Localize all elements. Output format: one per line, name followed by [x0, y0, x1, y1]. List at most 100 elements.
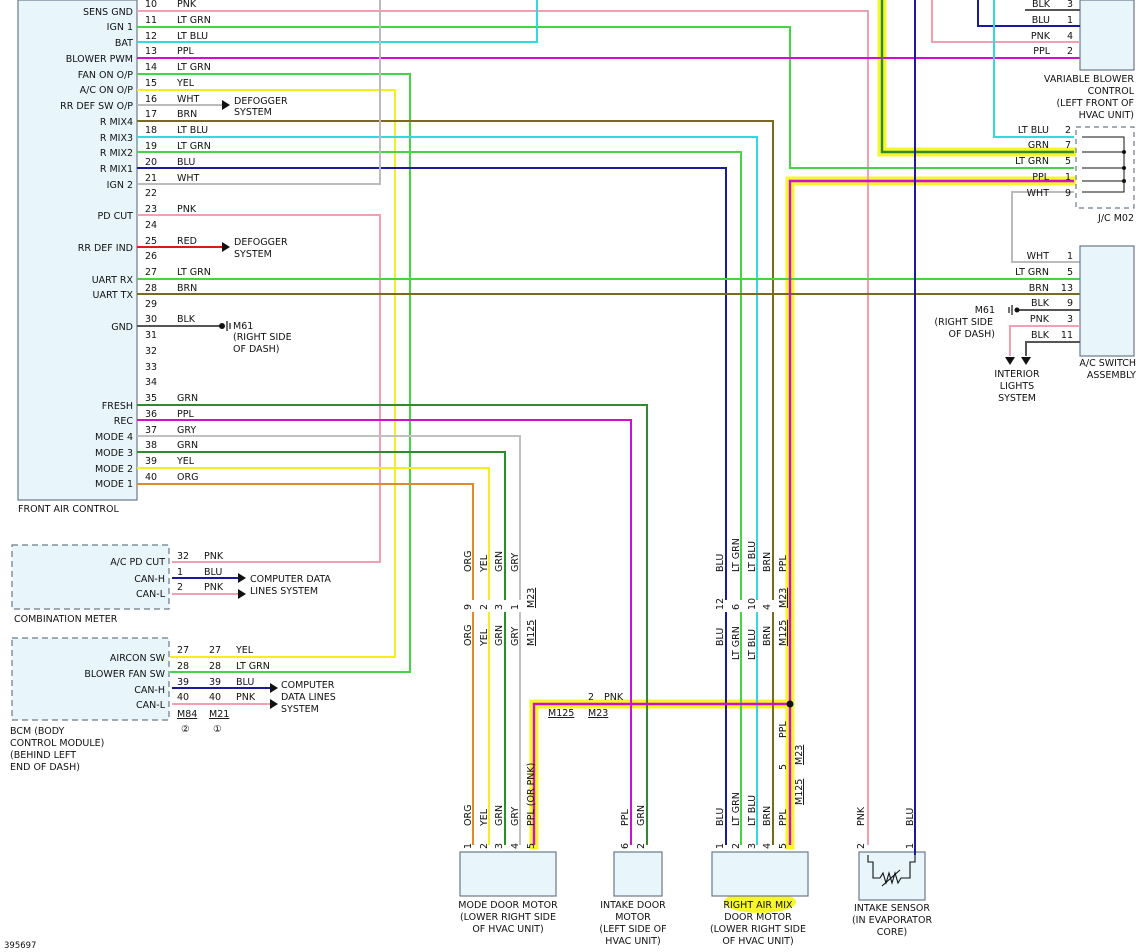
- thermistor-icon: [881, 869, 901, 887]
- fac-pin-num: 36: [145, 409, 157, 420]
- vert-color: GRN: [494, 551, 505, 572]
- right-air-mix-title: RIGHT AIR MIX: [723, 900, 793, 911]
- wire-rmix1-blu: [137, 167, 727, 600]
- vert-color: PPL: [620, 809, 631, 826]
- acs-pin: 3: [1067, 314, 1073, 325]
- vert-pin: 4: [762, 604, 773, 610]
- defogger-label-2: DEFOGGER: [234, 237, 288, 248]
- fac-pin-num: 27: [145, 267, 157, 278]
- cm-pin: 1: [177, 567, 183, 578]
- bcm-title-4: END OF DASH): [10, 762, 80, 773]
- splice-dot-icon: [786, 700, 794, 708]
- fac-pin-num: 20: [145, 157, 157, 168]
- vert-pin: 2: [731, 843, 742, 849]
- wire-mode4-gry: [137, 435, 521, 600]
- defogger-label-2b: SYSTEM: [234, 249, 272, 260]
- bcm-pin-b: 39: [209, 677, 221, 688]
- right-air-mix-title: OF HVAC UNIT): [722, 936, 793, 947]
- ppl-vert-connector: M125: [794, 779, 805, 805]
- jc-color: LT BLU: [1018, 125, 1049, 136]
- wire-rmix2-ltgrn: [137, 151, 742, 600]
- fac-pin-num: 24: [145, 220, 157, 231]
- bcm-note: SYSTEM: [281, 704, 319, 715]
- vert-color: LT BLU: [747, 541, 758, 572]
- splice-connector: M125: [548, 708, 574, 719]
- bcm-connector-num: ②: [181, 724, 190, 735]
- bcm-color: BLU: [236, 677, 254, 688]
- acs-pin: 9: [1067, 298, 1073, 309]
- mix-wires-lower: [725, 612, 774, 845]
- jc-m02-internals: [1082, 136, 1125, 193]
- defogger-label-1: DEFOGGER: [234, 96, 288, 107]
- fac-pin-num: 28: [145, 283, 157, 294]
- bcm-pin-a: 28: [177, 661, 189, 672]
- mode-door-motor-box: [459, 851, 557, 897]
- wire-color-label: PPL: [177, 409, 194, 420]
- acs-color: BRN: [1029, 283, 1049, 294]
- bcm-connector: M21: [209, 709, 229, 720]
- cm-note: LINES SYSTEM: [250, 586, 318, 597]
- bcm-box: [11, 637, 170, 721]
- fac-label-rmix1: R MIX1: [100, 164, 133, 175]
- acs-title: ASSEMBLY: [1087, 370, 1136, 381]
- acs-pin: 13: [1061, 283, 1073, 294]
- thermistor-icon: [879, 855, 916, 885]
- acs-color: WHT: [1027, 251, 1050, 262]
- intake-sensor-internals: [867, 855, 916, 887]
- fac-label-ac-on: A/C ON O/P: [80, 85, 134, 96]
- vert-color: BLU: [715, 808, 726, 826]
- jc-dot-icon: [1122, 166, 1126, 170]
- fac-terminals: DEFOGGER SYSTEM DEFOGGER SYSTEM M61 (RIG…: [219, 96, 292, 355]
- front-air-control-title: FRONT AIR CONTROL: [18, 504, 119, 515]
- wire-color-label: BLU: [177, 157, 195, 168]
- vb-color: PPL: [1033, 46, 1050, 57]
- jc-pin: 7: [1065, 140, 1071, 151]
- wire-color-label: PNK: [177, 204, 197, 215]
- wire-fresh-grn: [137, 404, 648, 845]
- mode-door-title: (LOWER RIGHT SIDE: [460, 912, 556, 923]
- fac-pin-num: 38: [145, 440, 157, 451]
- fac-label-pd-cut: PD CUT: [98, 211, 134, 222]
- cm-color: PNK: [204, 582, 224, 593]
- vert-color: PPL: [778, 555, 789, 572]
- arrow-icon: [238, 589, 246, 599]
- cm-note: COMPUTER DATA: [250, 574, 331, 585]
- wire-acs-pnk3: [1009, 325, 1080, 356]
- defogger-label-1b: SYSTEM: [234, 107, 272, 118]
- ground-label: M61: [233, 321, 253, 332]
- wire-vb-ltblu: [993, 0, 1074, 138]
- fac-label-rmix3: R MIX3: [100, 133, 133, 144]
- right-air-mix-title: DOOR MOTOR: [724, 912, 792, 923]
- arrow-icon: [238, 573, 246, 583]
- bcm-title-3: (BEHIND LEFT: [10, 750, 76, 761]
- bcm-pin-a: 40: [177, 692, 189, 703]
- vert-pin: 3: [747, 843, 758, 849]
- acs-color: BLK: [1031, 298, 1050, 309]
- bcm-connector-num: ①: [213, 724, 222, 735]
- intake-sensor-box: [858, 851, 926, 901]
- wire-color-label: GRN: [177, 440, 198, 451]
- fac-pin-num: 30: [145, 314, 157, 325]
- fac-label-rmix4: R MIX4: [100, 117, 133, 128]
- vert-color: GRN: [494, 805, 505, 826]
- wire-mode2-yel: [137, 467, 490, 600]
- wire-pd-cut-pnk: [137, 214, 381, 563]
- bcm-connector: M84: [177, 709, 197, 720]
- fac-label-mode2: MODE 2: [95, 464, 133, 475]
- wire-ign2-wht: [137, 0, 381, 185]
- intake-door-title: INTAKE DOOR: [600, 900, 666, 911]
- mix-connector-top: BLU LT GRN LT BLU BRN PPL M23 12 6 10 4 …: [715, 538, 789, 660]
- ppl-vert-pin: 5: [778, 764, 789, 770]
- fac-pin-num: 13: [145, 46, 157, 57]
- ground-label: (RIGHT SIDE: [233, 332, 292, 343]
- vert-pin: 6: [620, 843, 631, 849]
- acs-ground: (RIGHT SIDE: [934, 317, 993, 328]
- ac-switch-wires: [1009, 309, 1080, 356]
- vert-color: BRN: [762, 626, 773, 646]
- acs-ground: OF DASH): [949, 329, 996, 340]
- intake-door-title: (LEFT SIDE OF: [599, 924, 666, 935]
- vert-color: PPL: [778, 809, 789, 826]
- fac-pin-num: 15: [145, 78, 157, 89]
- intake-sensor-title: CORE): [877, 927, 907, 938]
